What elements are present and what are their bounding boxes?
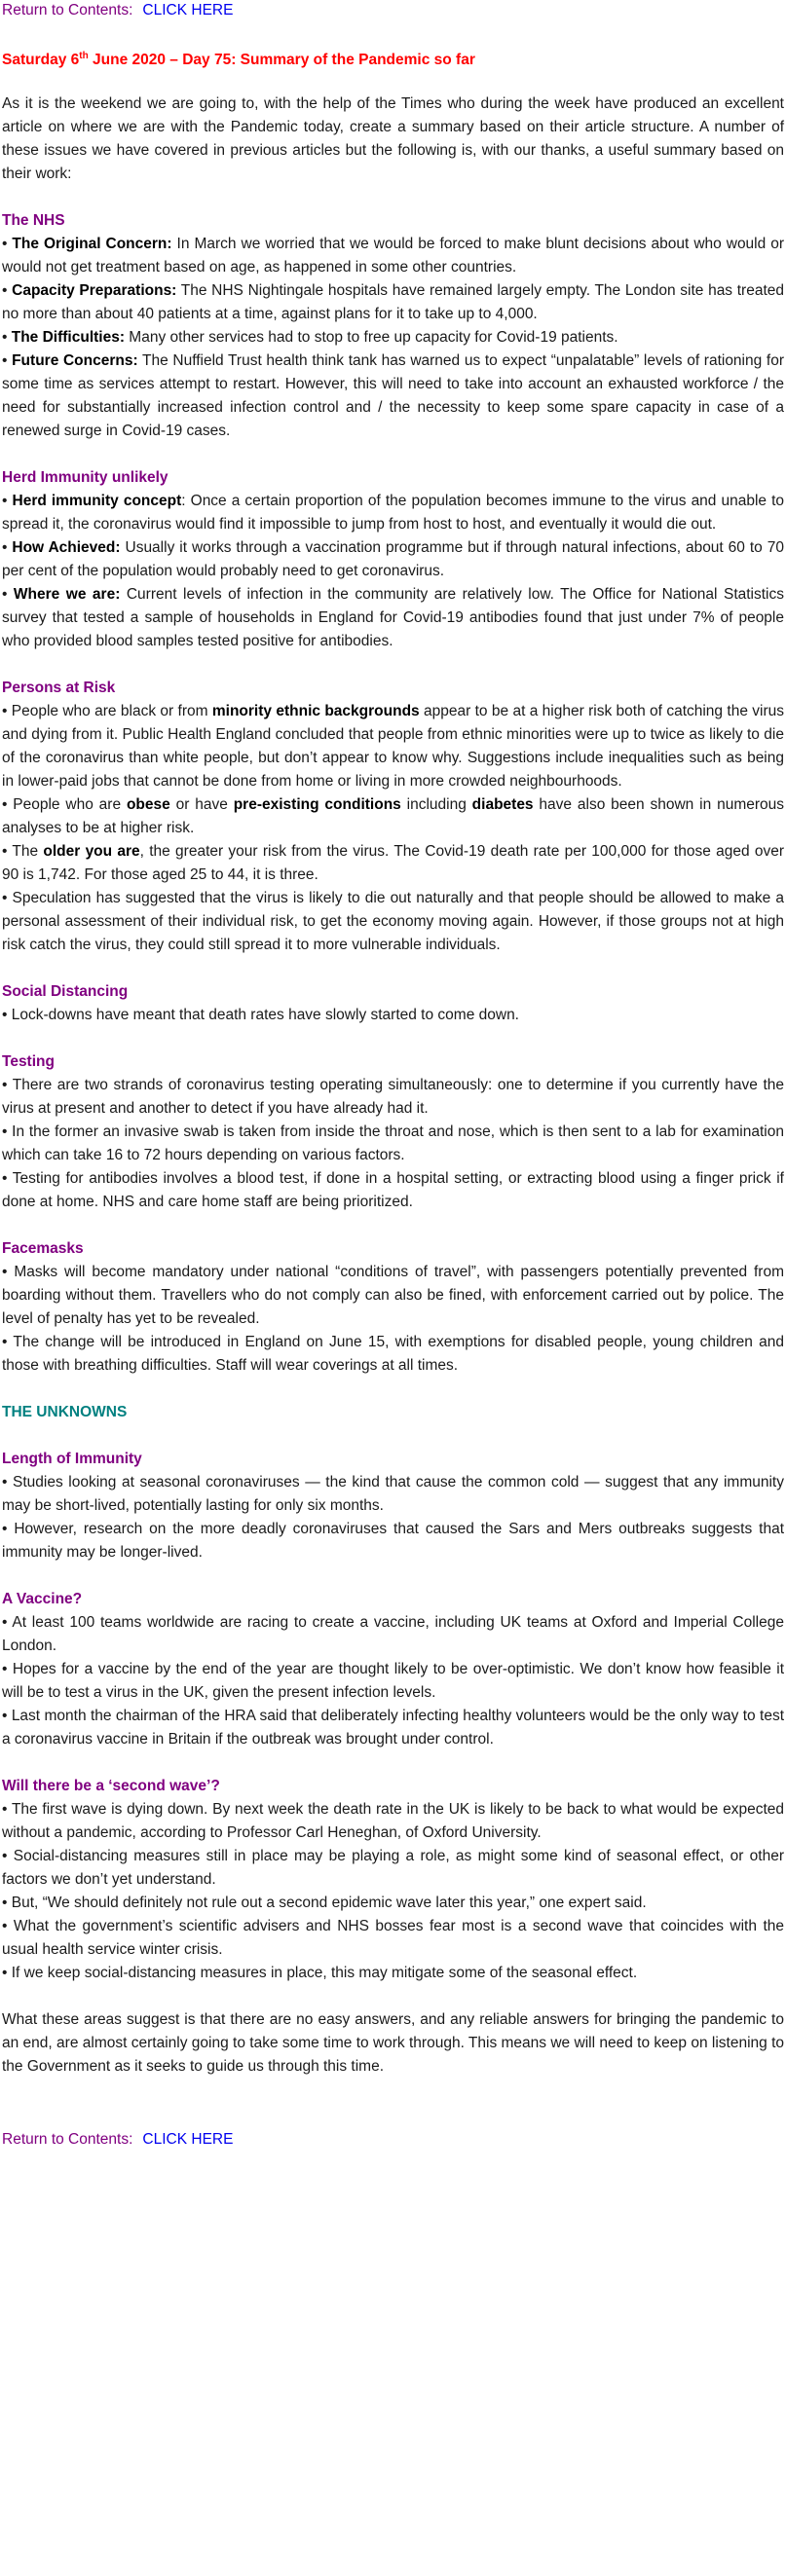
list-item: • But, “We should definitely not rule ou… [2,1895,647,1911]
list-item: • If we keep social-distancing measures … [2,1965,638,1981]
list-item: • What the government’s scientific advis… [2,1918,784,1958]
return-to-contents-top: Return to Contents: CLICK HERE [2,0,233,22]
list-item: • People who are black or from minority … [2,703,785,790]
section-heading-nhs: The NHS [2,212,65,229]
list-item: • Masks will become mandatory under nati… [2,1264,785,1327]
list-item: • Capacity Preparations: The NHS Nightin… [2,282,785,322]
list-item: • People who are obese or have pre-exist… [2,796,784,836]
list-item: • At least 100 teams worldwide are racin… [2,1614,784,1654]
return-to-contents-label: Return to Contents: [2,2131,133,2148]
list-item: • Testing for antibodies involves a bloo… [2,1170,784,1210]
closing-paragraph: What these areas suggest is that there a… [2,2011,784,2075]
list-item: • Social-distancing measures still in pl… [2,1848,784,1888]
list-item: • The older you are, the greater your ri… [2,843,785,883]
section-heading-facemasks: Facemasks [2,1240,84,1257]
return-to-contents-bottom: Return to Contents: CLICK HERE [2,2128,233,2152]
section-heading-social-distancing: Social Distancing [2,983,129,1000]
intro-paragraph: As it is the weekend we are going to, wi… [2,95,784,182]
click-here-link[interactable]: CLICK HERE [142,2131,234,2148]
list-item: • Hopes for a vaccine by the end of the … [2,1661,785,1701]
list-item: • There are two strands of coronavirus t… [2,1077,785,1117]
section-heading-a-vaccine: A Vaccine? [2,1591,83,1607]
article-content: As it is the weekend we are going to, wi… [2,92,784,2079]
page-title: Saturday 6th June 2020 – Day 75: Summary… [2,50,475,68]
list-item: • How Achieved: Usually it works through… [2,539,784,579]
list-item: • Last month the chairman of the HRA sai… [2,1708,784,1748]
list-item: • Studies looking at seasonal coronaviru… [2,1474,784,1514]
list-item: • In the former an invasive swab is take… [2,1123,784,1163]
list-item: • The change will be introduced in Engla… [2,1334,784,1374]
list-item: • Lock-downs have meant that death rates… [2,1007,519,1023]
section-heading-testing: Testing [2,1053,55,1070]
section-heading-the-unknowns: THE UNKNOWNS [2,1404,128,1420]
return-to-contents-label: Return to Contents: [2,2,133,18]
list-item: • The first wave is dying down. By next … [2,1801,784,1841]
list-item: • Where we are: Current levels of infect… [2,586,784,649]
list-item: • Herd immunity concept: Once a certain … [2,493,785,533]
section-heading-persons-at-risk: Persons at Risk [2,680,116,696]
section-heading-second-wave: Will there be a ‘second wave’? [2,1778,220,1794]
section-heading-herd-immunity: Herd Immunity unlikely [2,469,168,486]
click-here-link[interactable]: CLICK HERE [142,2,234,18]
list-item: • However, research on the more deadly c… [2,1521,785,1561]
list-item: • The Difficulties: Many other services … [2,329,618,346]
section-heading-length-of-immunity: Length of Immunity [2,1451,142,1467]
list-item: • Future Concerns: The Nuffield Trust he… [2,352,784,439]
list-item: • The Original Concern: In March we worr… [2,236,785,276]
list-item: • Speculation has suggested that the vir… [2,890,785,953]
